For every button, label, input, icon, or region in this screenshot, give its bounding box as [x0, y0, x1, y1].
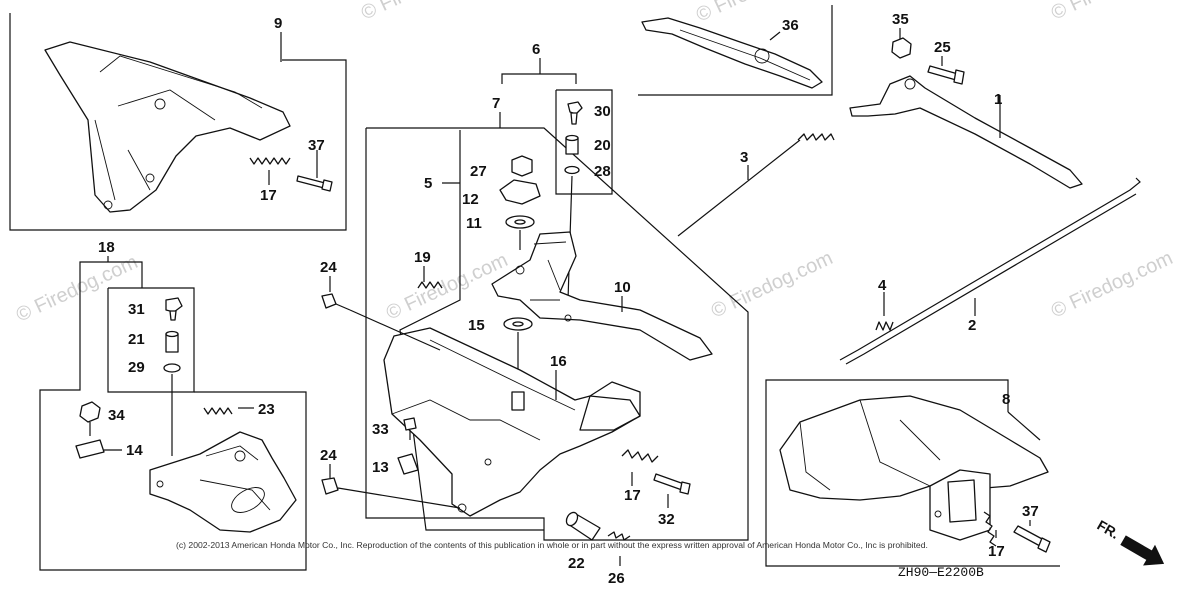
fr-label: FR. — [1095, 517, 1123, 542]
callout-27: 27 — [470, 163, 487, 180]
clip-28 — [564, 165, 580, 175]
lever-1-group: 35 25 1 — [849, 11, 1083, 189]
bracket-9 — [44, 41, 291, 213]
callout-19: 19 — [414, 249, 431, 266]
screw-33 — [403, 417, 417, 431]
callout-9: 9 — [274, 15, 282, 32]
bracket-18 — [149, 431, 297, 533]
watermark: © Firedog.com — [708, 247, 836, 322]
callout-24: 24 — [320, 259, 337, 276]
clip-14 — [75, 439, 105, 459]
callout-22: 22 — [568, 555, 585, 572]
bolt-31 — [165, 297, 183, 313]
bolt-24 — [321, 477, 339, 495]
callout-25: 25 — [934, 39, 951, 56]
callout-34: 34 — [108, 407, 125, 424]
lever-10 — [491, 231, 713, 361]
bolt-24 — [321, 293, 337, 309]
watermark: © Firedog.com — [1048, 247, 1176, 322]
spring-17 — [983, 511, 997, 547]
callout-29: 29 — [128, 359, 145, 376]
callout-32: 32 — [658, 511, 675, 528]
callout-15: 15 — [468, 317, 485, 334]
callout-30: 30 — [594, 103, 611, 120]
watermark: © Firedog.com — [383, 249, 511, 324]
assembly-36: 36 — [638, 5, 833, 96]
callout-37: 37 — [1022, 503, 1039, 520]
callout-14: 14 — [126, 442, 143, 459]
watermark: © Firedog.com — [1048, 0, 1176, 25]
box-8-outline — [765, 379, 1060, 567]
box-9-outline — [9, 13, 347, 231]
callout-13: 13 — [372, 459, 389, 476]
callout-11: 11 — [466, 215, 482, 232]
box-36-outline — [638, 5, 833, 96]
callout-5: 5 — [424, 175, 432, 192]
nut-34 — [79, 401, 101, 423]
bolt-30 — [567, 101, 583, 115]
lever-36 — [641, 17, 823, 89]
bolt-25 — [927, 65, 959, 81]
callout-17: 17 — [260, 187, 277, 204]
assembly-5-6-7: 6 7 5 30 20 28 27 12 11 19 — [320, 41, 749, 587]
bolt-37 — [296, 175, 326, 189]
box-6-outline — [555, 89, 613, 195]
callout-17: 17 — [988, 543, 1005, 560]
box-5-outline — [399, 130, 544, 531]
spring-19 — [417, 281, 443, 289]
arrow-icon — [1120, 535, 1165, 566]
rod-2: 4 2 — [839, 177, 1141, 365]
callout-23: 23 — [258, 401, 275, 418]
watermark: © Firedog.com — [358, 0, 486, 25]
callout-35: 35 — [892, 11, 909, 28]
assembly-8: 8 17 37 — [765, 379, 1060, 567]
callout-21: 21 — [128, 331, 145, 348]
clip-29 — [163, 363, 181, 373]
diagram-code: ZH90—E2200B — [898, 565, 984, 580]
assembly-18: 18 31 21 29 34 14 23 — [39, 239, 307, 571]
callout-33: 33 — [372, 421, 389, 438]
lever-1 — [849, 75, 1083, 189]
spring-17 — [621, 449, 659, 463]
callout-1: 1 — [994, 91, 1002, 108]
callout-31: 31 — [128, 301, 145, 318]
callout-2: 2 — [968, 317, 976, 334]
front-direction-indicator: FR. — [1095, 517, 1165, 566]
nut-27 — [511, 155, 533, 177]
rod-3: 3 — [677, 133, 835, 237]
callout-10: 10 — [614, 279, 631, 296]
spring-23 — [203, 407, 233, 415]
callout-28: 28 — [594, 163, 611, 180]
spring-17 — [249, 157, 291, 165]
copyright-notice: (c) 2002-2013 American Honda Motor Co., … — [176, 540, 928, 550]
nut-35 — [891, 37, 912, 59]
box-7-outline — [365, 127, 749, 541]
callout-20: 20 — [594, 137, 611, 154]
callout-36: 36 — [782, 17, 799, 34]
callout-4: 4 — [878, 277, 887, 294]
callout-16: 16 — [550, 353, 567, 370]
washer-12 — [499, 179, 541, 205]
callout-17: 17 — [624, 487, 641, 504]
assembly-9: 9 37 17 — [9, 13, 347, 231]
callout-6: 6 — [532, 41, 540, 58]
callout-3: 3 — [740, 149, 748, 166]
callout-26: 26 — [608, 570, 625, 587]
plate-16 — [383, 327, 641, 517]
callout-24: 24 — [320, 447, 337, 464]
callout-12: 12 — [462, 191, 479, 208]
callout-8: 8 — [1002, 391, 1010, 408]
bolt-32 — [653, 473, 685, 491]
clip-13 — [397, 453, 419, 475]
callout-7: 7 — [492, 95, 500, 112]
callout-37: 37 — [308, 137, 325, 154]
watermark: © Firedog.com — [693, 0, 821, 27]
callout-18: 18 — [98, 239, 115, 256]
